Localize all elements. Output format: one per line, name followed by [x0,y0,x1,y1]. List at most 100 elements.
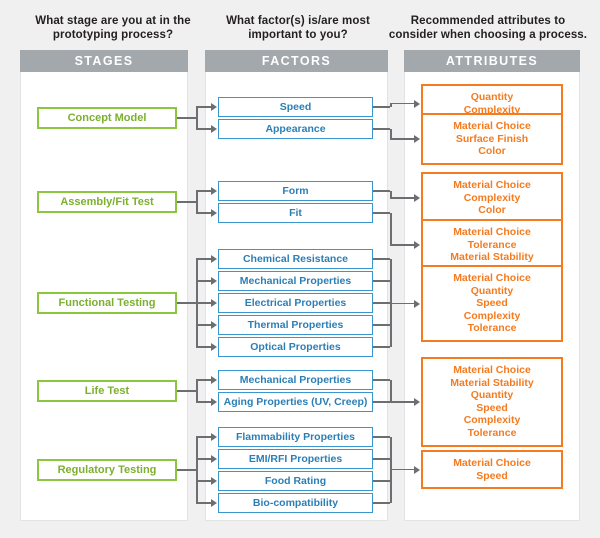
connector-line [196,502,211,504]
connector-line [390,103,392,107]
connector-arrow-icon [414,465,420,474]
connector-arrow-icon [211,299,217,307]
factor-box[interactable]: Appearance [218,119,373,139]
connector-arrow-icon [211,398,217,406]
connector-line [196,280,211,282]
column-header-attributes: ATTRIBUTES [404,50,580,72]
connector-line [196,458,211,460]
connector-line [390,102,414,105]
connector-line [390,213,392,245]
connector-line [196,480,211,482]
connector-line [373,212,390,214]
connector-line [390,468,414,471]
connector-line [196,106,211,108]
connector-arrow-icon [211,455,217,463]
connector-arrow-icon [211,255,217,263]
connector-arrow-icon [414,99,420,108]
connector-line [177,201,196,203]
stage-box[interactable]: Assembly/Fit Test [37,191,177,213]
connector-line [373,258,390,260]
factor-box[interactable]: Food Rating [218,471,373,491]
connector-line [373,379,390,381]
factor-box[interactable]: Thermal Properties [218,315,373,335]
connector-line [373,480,390,482]
connector-line [390,380,392,402]
connector-line [373,106,390,108]
connector-line [177,302,196,304]
factor-box[interactable]: Mechanical Properties [218,370,373,390]
connector-line [196,436,211,438]
connector-arrow-icon [211,321,217,329]
factor-box[interactable]: Chemical Resistance [218,249,373,269]
connector-arrow-icon [211,477,217,485]
connector-line [390,129,392,139]
connector-line [196,190,211,192]
stage-box[interactable]: Concept Model [37,107,177,129]
question-attributes: Recommended attributes to consider when … [388,15,588,41]
connector-line [196,258,211,260]
connector-arrow-icon [414,240,420,249]
factor-box[interactable]: EMI/RFI Properties [218,449,373,469]
connector-arrow-icon [414,299,420,308]
connector-line [196,191,198,213]
connector-line [196,346,211,348]
connector-line [373,458,390,460]
factor-box[interactable]: Speed [218,97,373,117]
connector-line [196,324,211,326]
stage-box[interactable]: Life Test [37,380,177,402]
connector-line [196,380,198,402]
connector-line [390,401,414,403]
connector-line [373,128,390,130]
connector-line [390,138,414,140]
connector-line [196,437,198,503]
connector-arrow-icon [414,193,420,202]
connector-line [196,107,198,129]
connector-line [196,128,211,130]
connector-arrow-icon [211,187,217,195]
connector-line [177,390,196,392]
attribute-box[interactable]: Material Choice Surface Finish Color [421,113,563,165]
stage-box[interactable]: Functional Testing [37,292,177,314]
connector-arrow-icon [211,209,217,217]
attribute-box[interactable]: Material Choice Quantity Speed Complexit… [421,265,563,342]
connector-line [196,379,211,381]
factor-box[interactable]: Mechanical Properties [218,271,373,291]
connector-line [390,302,414,305]
connector-line [373,401,390,403]
connector-arrow-icon [414,397,420,406]
factor-box[interactable]: Bio-compatibility [218,493,373,513]
attribute-box[interactable]: Material Choice Complexity Color [421,172,563,224]
factor-box[interactable]: Electrical Properties [218,293,373,313]
factor-box[interactable]: Aging Properties (UV, Creep) [218,392,373,412]
connector-arrow-icon [211,277,217,285]
connector-line [390,197,414,199]
connector-line [373,502,390,504]
connector-line [196,302,211,304]
connector-arrow-icon [211,433,217,441]
connector-line [196,401,211,403]
connector-arrow-icon [211,376,217,384]
factor-box[interactable]: Fit [218,203,373,223]
factor-box[interactable]: Form [218,181,373,201]
column-header-factors: FACTORS [205,50,388,72]
attribute-box[interactable]: Material Choice Material Stability Quant… [421,357,563,447]
connector-line [177,117,196,119]
column-header-stages: STAGES [20,50,188,72]
connector-arrow-icon [211,103,217,111]
attribute-box[interactable]: Material Choice Tolerance Material Stabi… [421,219,563,271]
stage-box[interactable]: Regulatory Testing [37,459,177,481]
connector-line [390,244,414,246]
factor-box[interactable]: Optical Properties [218,337,373,357]
attribute-box[interactable]: Material Choice Speed [421,450,563,490]
factor-box[interactable]: Flammability Properties [218,427,373,447]
connector-arrow-icon [211,343,217,351]
connector-line [196,212,211,214]
connector-line [373,436,390,438]
question-factors: What factor(s) is/are most important to … [226,15,370,41]
connector-line [390,191,392,198]
connector-arrow-icon [211,125,217,133]
connector-arrow-icon [211,499,217,507]
connector-line [373,324,390,326]
connector-line [373,280,390,282]
